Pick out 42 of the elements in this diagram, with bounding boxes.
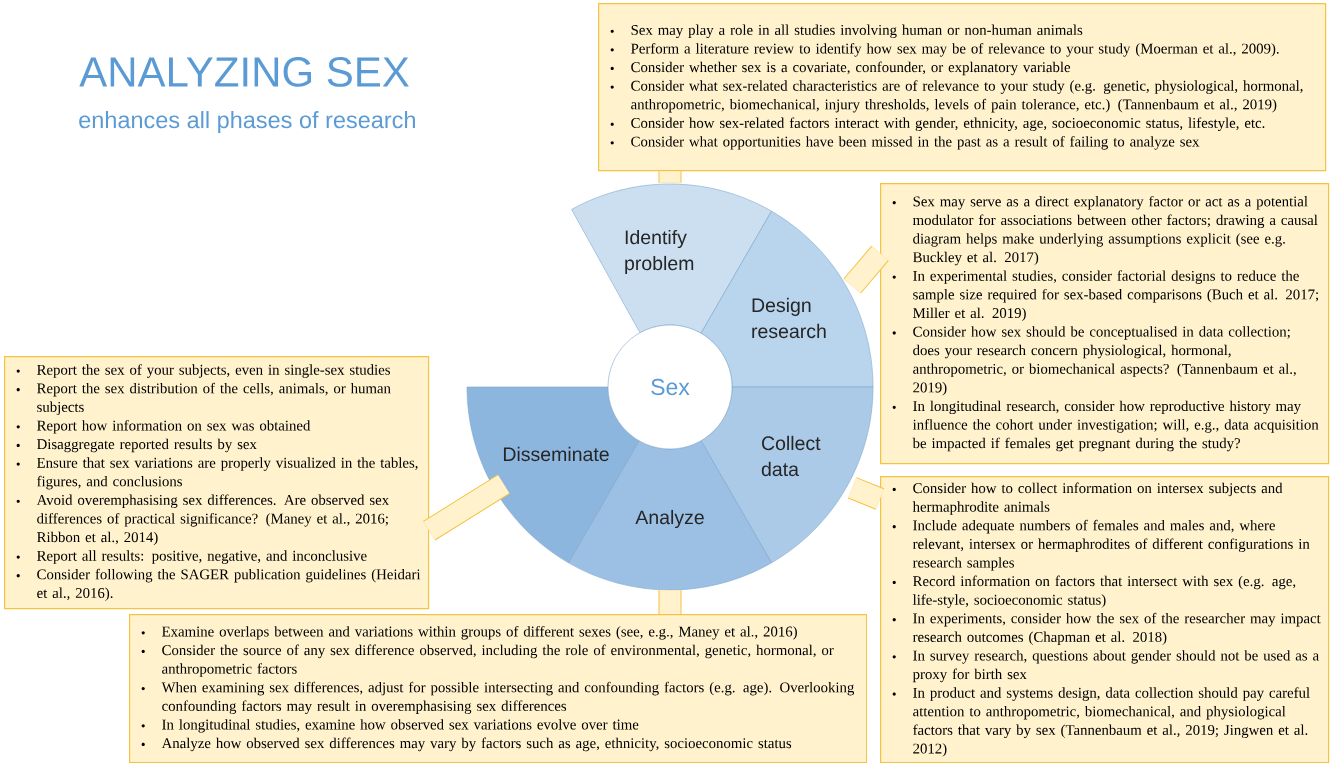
bullet-item: Report all results: positive, negative, and inconclusive (16, 550, 367, 564)
bullet-item: Examine overlaps between and variations within groups of different sexes (see, e.g., Maney et al., 2016) (141, 626, 797, 640)
bullet-item: Consider how sex-related factors interact with gender, ethnicity, age, socioeconomic status, lifestyle, etc. (610, 117, 1265, 132)
connector-band (847, 477, 885, 510)
bullet-item: Sex may play a role in all studies involving human or non-human animals (610, 24, 1083, 39)
bullet-item: Report how information on sex was obtained (16, 420, 311, 434)
bullet-item: Report the sex distribution of the cells, animals, or human subjects (16, 382, 391, 415)
bullet-item: In survey research, questions about gender should not be used as a proxy for birth sex (892, 650, 1319, 683)
bullet-item: Perform a literature review to identify how sex may be of relevance to your study (Moerman et al., 2009). (610, 43, 1279, 57)
bullet-item: Consider how sex should be conceptualised in data collection; does your research concern physiological, hormonal, anthropometric, or biomechanical aspects? (Tannenbaum et al., 2019) (892, 326, 1296, 396)
bullet-item: Ensure that sex variations are properly visualized in the tables, figures, and conclusions (16, 457, 418, 490)
bullet-item: In experimental studies, consider factorial designs to reduce the sample size required for sex-based comparisons (Buch et al. 2017; Miller et al. 2019) (892, 270, 1318, 322)
bullet-item: Consider following the SAGER publication guidelines (Heidari et al., 2016). (16, 568, 421, 601)
bullet-item: In longitudinal studies, examine how observed sex variations evolve over time (141, 719, 639, 733)
bullet-item: Consider the source of any sex difference observed, including the role of environmental, genetic, hormonal, or anthropometric factors (141, 644, 834, 677)
bullet-item: Consider what opportunities have been missed in the past as a result of failing to analyze sex (610, 136, 1200, 150)
connector-band (658, 171, 682, 183)
bullet-item: Include adequate numbers of females and males and, where relevant, intersex or hermaphrodites of different configurations in research samples (892, 519, 1310, 571)
bullet-item: Sex may serve as a direct explanatory factor or act as a potential modulator for associations between other factors; drawing a causal diagram helps make underlying assumptions explicit (see e.g. Buckley et al. 2017) (892, 195, 1318, 266)
bullet-item: Consider how to collect information on intersex subjects and hermaphrodite animals (892, 482, 1283, 515)
bullet-item: Disaggregate reported results by sex (16, 438, 257, 453)
bullet-item: In longitudinal research, consider how reproductive history may influence the cohort under investigation; will, e.g., data acquisition be impacted if females get pregnant during the study? (892, 400, 1319, 452)
connector-band (423, 474, 510, 541)
subtitle: enhances all phases of research (79, 111, 415, 133)
title: ANALYZING SEX (79, 57, 409, 87)
connector-band (658, 590, 682, 614)
callout-box (598, 3, 1327, 172)
bullet-item: In product and systems design, data collection should pay careful attention to anthropometric, biomechanical, and physiological factors that vary by sex (Tannenbaum et al., 2019; Jingwen et al. 2012) (892, 687, 1310, 757)
bullet-item: In experiments, consider how the sex of the researcher may impact research outcomes (Chapman et al. 2018) (892, 612, 1321, 645)
bullet-item: Consider whether sex is a covariate, confounder, or explanatory variable (610, 61, 1071, 76)
bullet-item: Report the sex of your subjects, even in single-sex studies (16, 364, 390, 378)
callout-box (129, 614, 868, 763)
callout-box (4, 356, 430, 610)
bullet-item: Record information on factors that intersect with sex (e.g. age, life-style, socioeconomic status) (892, 575, 1296, 608)
callout-box (880, 183, 1330, 465)
connector-band (843, 245, 889, 294)
bullet-item: Avoid overemphasising sex differences. Are observed sex differences of practical significance? (Maney et al., 2016; Ribbon et al., 2014) (16, 494, 389, 546)
bullet-item: Analyze how observed sex differences may vary by factors such as age, ethnicity, socioeconomic status (141, 737, 792, 752)
bullet-item: When examining sex differences, adjust for possible intersecting and confounding factors (e.g. age). Overlooking confounding factors may result in overemphasising sex differences (141, 681, 855, 714)
bullet-item: Consider what sex-related characteristics are of relevance to your study (e.g. genetic, physiological, hormonal, anthropometric, biomechanical, injury thresholds, levels of pain tolerance, etc.) (Tannenbaum et al., 2019) (610, 80, 1303, 113)
callout-box (880, 476, 1330, 763)
ring-segment: Design research (700, 210, 874, 388)
